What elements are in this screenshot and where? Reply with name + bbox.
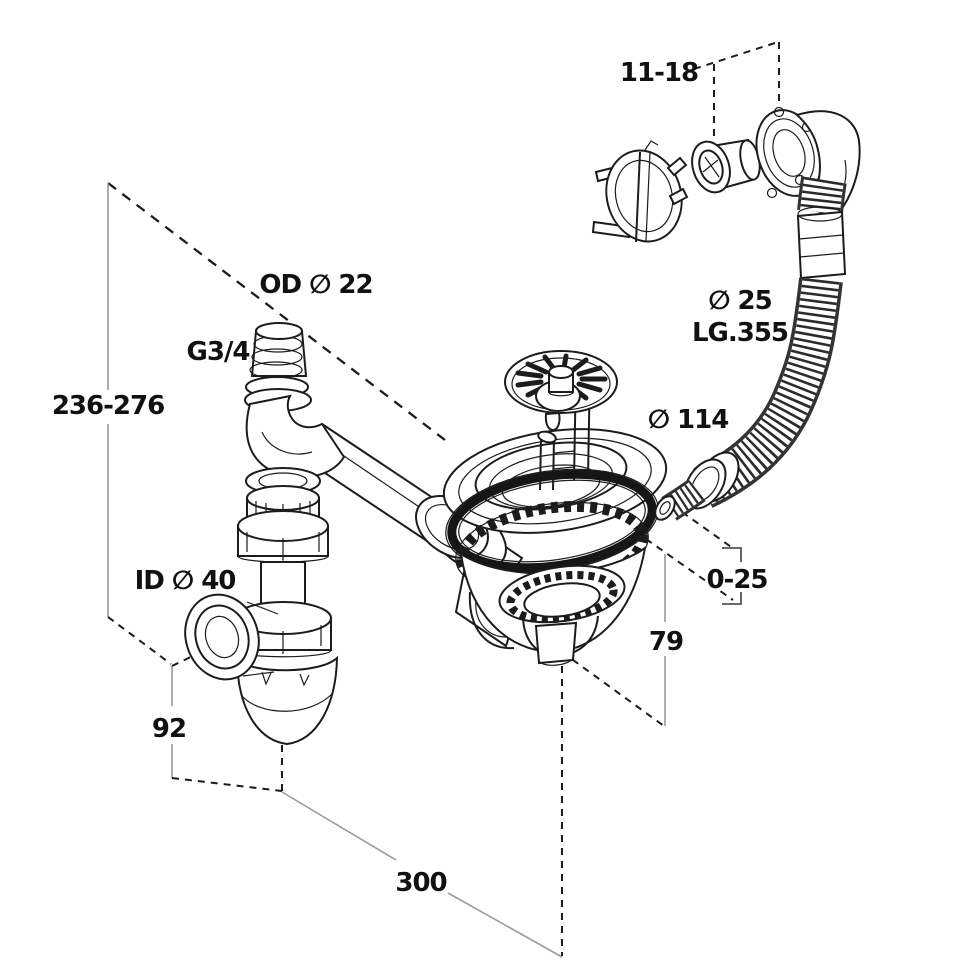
dim-label-overflow-range: 11-18 — [620, 58, 698, 88]
hose-union-nut — [654, 451, 740, 521]
dim-label-outlet-od: OD ∅ 22 — [259, 270, 372, 300]
inlet-elbow — [245, 394, 346, 479]
dim-label-hose-length: LG.355 — [692, 318, 788, 348]
drain-pipe-and-trap-assembly — [184, 322, 526, 746]
trap-outlet-nut — [184, 593, 279, 681]
sink-mounting-bracket — [591, 140, 689, 243]
strainer-tailpiece — [468, 564, 626, 666]
dim-label-height-range: 236-276 — [52, 391, 164, 421]
basket-strainer-plug — [504, 350, 618, 432]
p-trap-bowl — [235, 655, 339, 746]
dim-label-trap-depth: 92 — [152, 714, 186, 744]
dim-label-adjustment-range: 0-25 — [706, 565, 767, 595]
basket-strainer-assembly — [442, 350, 668, 666]
dim-label-thread: G3/4 — [186, 337, 249, 367]
overflow-rosette — [691, 138, 761, 194]
overflow-assembly — [591, 106, 861, 521]
dim-label-strainer-height: 79 — [649, 627, 683, 657]
dim-label-pipe-length: 300 — [395, 868, 446, 898]
dim-label-strainer-diameter: ∅ 114 — [648, 405, 729, 435]
dimension-labels: 11-18 OD ∅ 22 G3/4 236-276 ∅ 25 LG.355 ∅… — [52, 58, 789, 898]
upper-union-nut — [237, 510, 329, 563]
hose-cuff — [796, 206, 847, 280]
dim-label-trap-inner-diameter: ID ∅ 40 — [135, 566, 236, 596]
overflow-elbow — [755, 106, 861, 215]
dim-label-hose-diameter: ∅ 25 — [708, 286, 772, 316]
